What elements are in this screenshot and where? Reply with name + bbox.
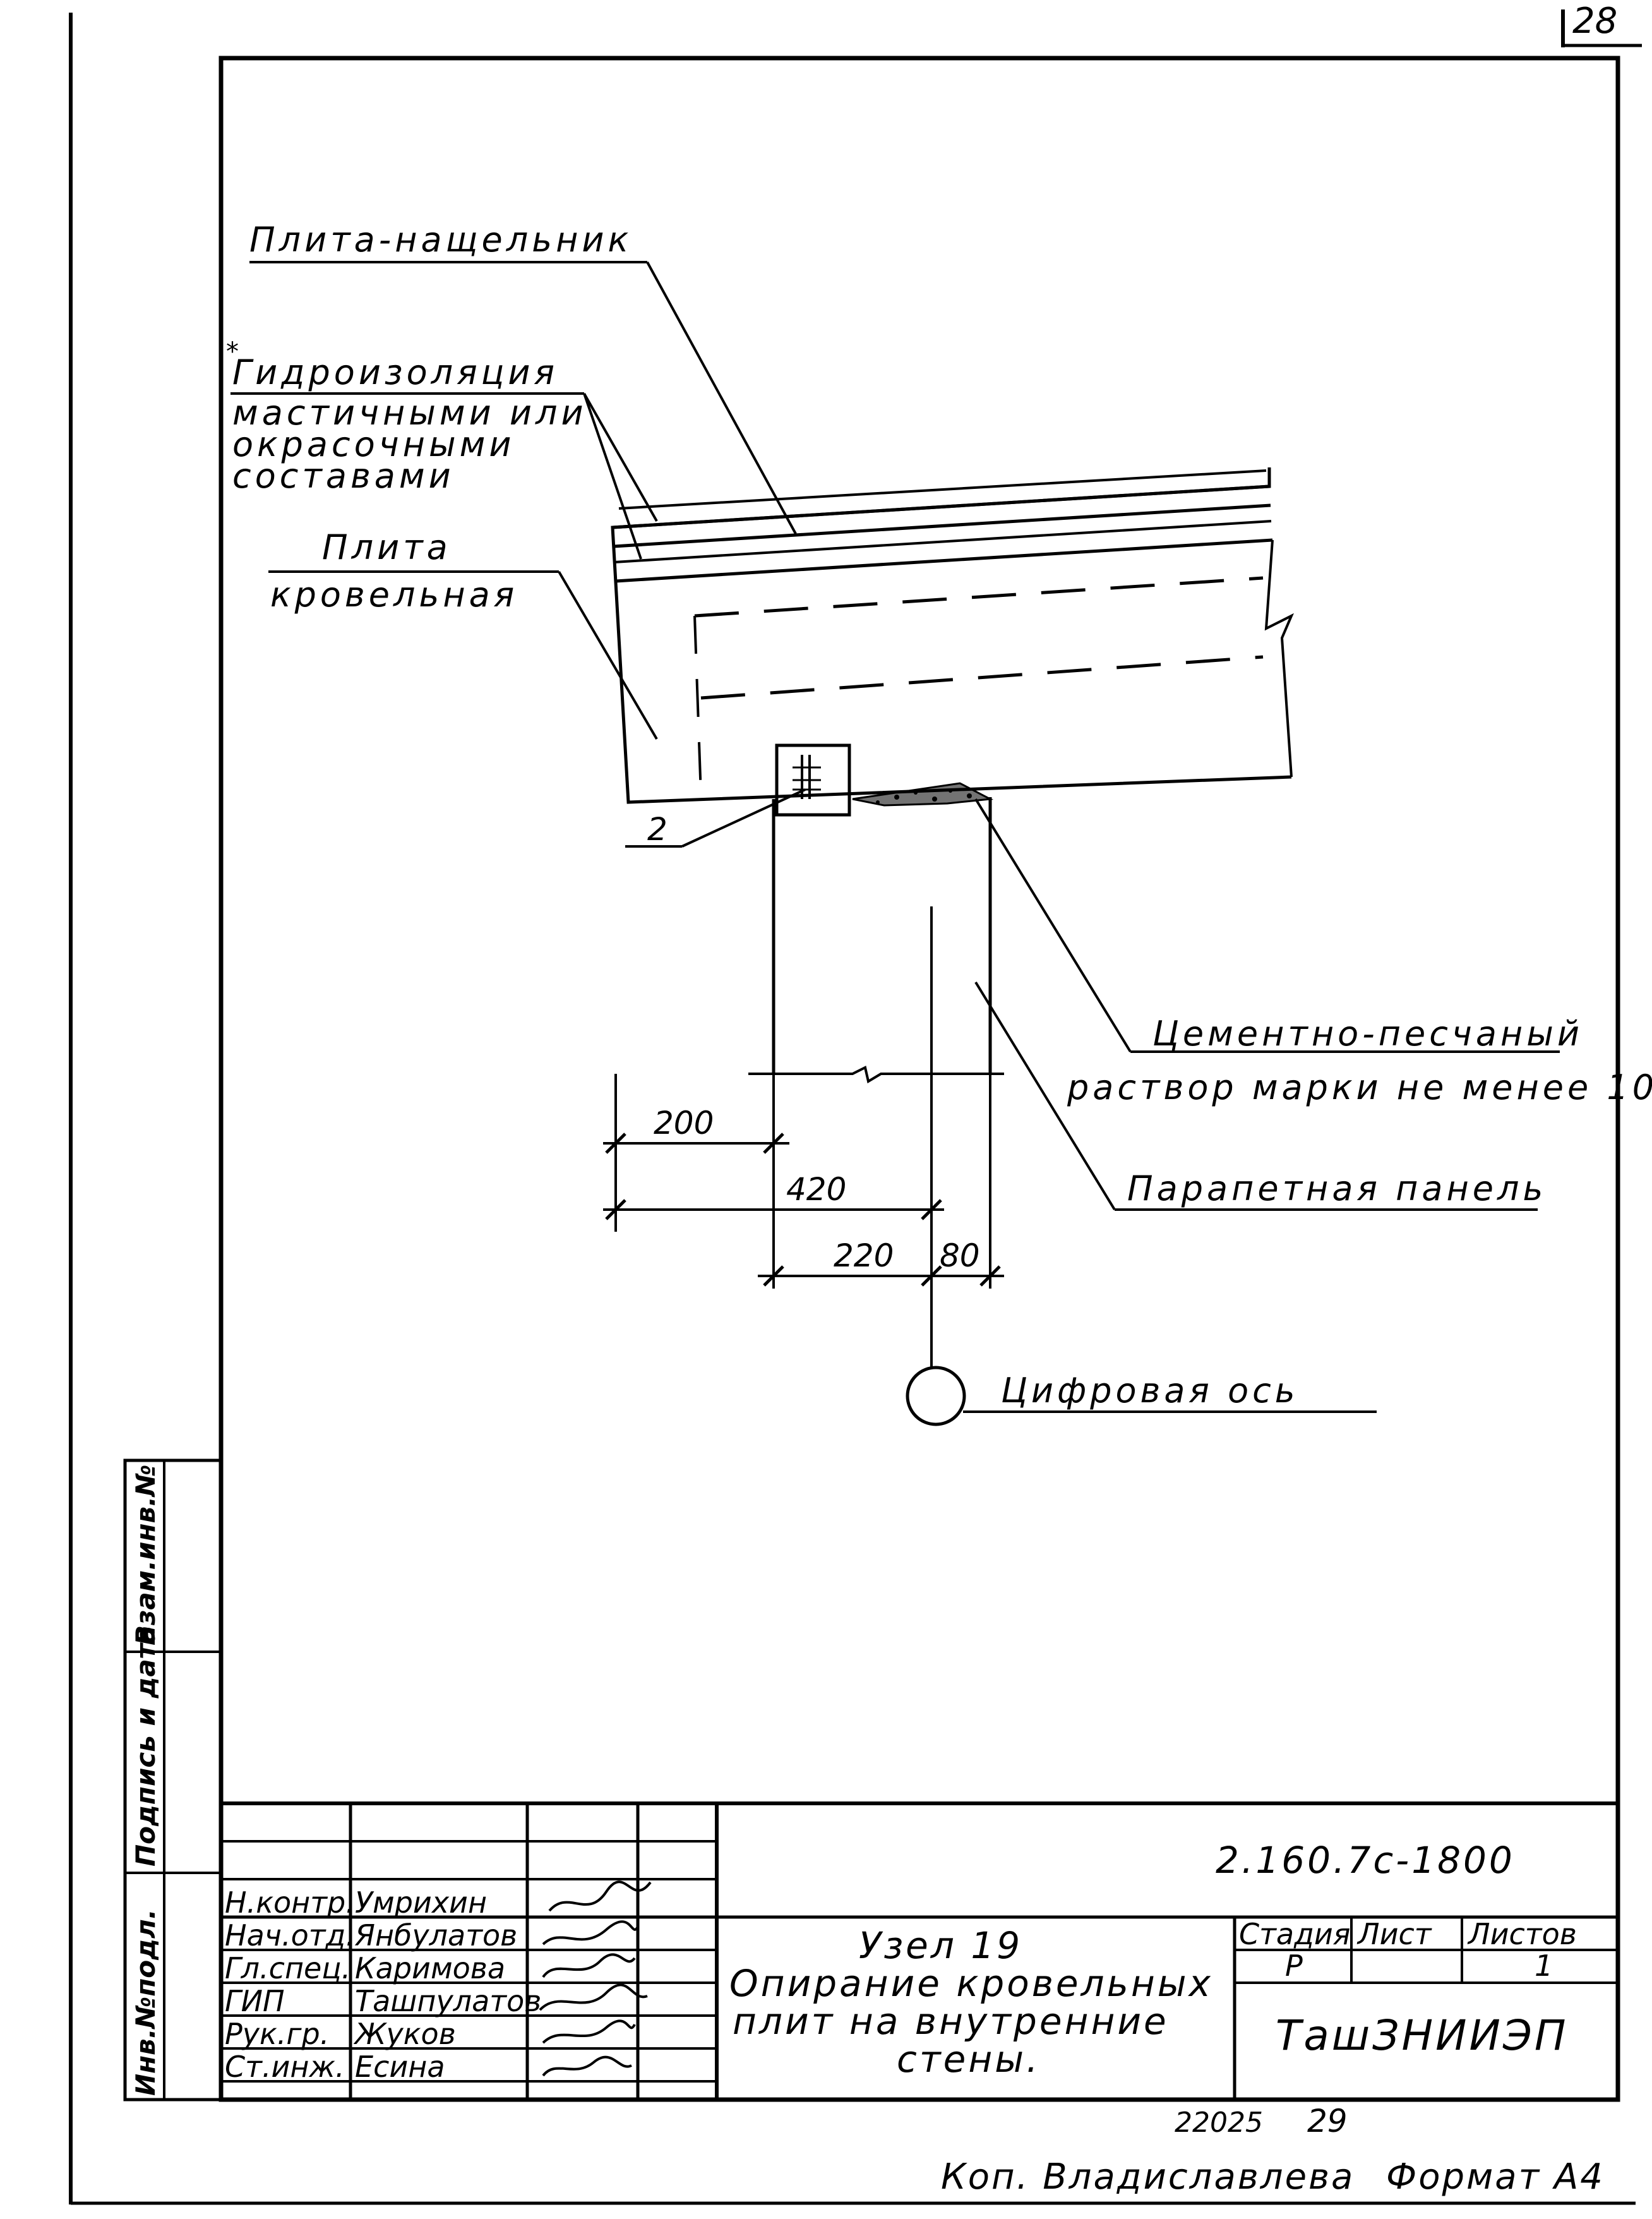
label-rastvor-1: Цементно-песчаный <box>1152 1014 1583 1054</box>
staff-role-1: Н.контр. <box>225 1885 355 1920</box>
staff-role-6: Ст.инж. <box>225 2050 345 2084</box>
drawing-title-1: Узел 19 <box>859 1924 1022 1967</box>
detail-2-box <box>775 743 851 817</box>
side-stamp: Взам.инв.№ Подпись и дата Инв.№подл. <box>123 1458 223 2102</box>
label-gidro-asterisk: * <box>226 337 239 366</box>
footer-number-2: 29 <box>1307 2103 1348 2139</box>
side-stamp-inv: Инв.№подл. <box>130 1909 161 2096</box>
staff-name-1: Умрихин <box>355 1885 487 1920</box>
drawing-title-2: Опирание кровельных <box>729 1962 1213 2005</box>
staff-name-2: Янбулатов <box>354 1918 517 1952</box>
label-plita-1: Плита <box>322 527 452 567</box>
staff-name-4: Ташпулатов <box>355 1984 541 2018</box>
footer-number-1: 22025 <box>1175 2107 1263 2139</box>
drawing-title-3: плит на внутренние <box>733 2000 1169 2043</box>
label-gidro-2: мастичными или <box>232 393 587 433</box>
title-block <box>221 1801 1618 2100</box>
mortar-bed <box>852 782 994 807</box>
organization: ТашЗНИИЭП <box>1276 2011 1569 2060</box>
staff-role-3: Гл.спец. <box>225 1951 350 1985</box>
axis-marker <box>906 1366 966 1426</box>
sheets-value: 1 <box>1535 1949 1553 1983</box>
side-stamp-podpis: Подпись и дата <box>130 1626 161 1867</box>
label-rastvor-2: раствор марки не менее 100 <box>1067 1067 1652 1107</box>
dimension-lines <box>603 1074 1004 1289</box>
label-detail-2: 2 <box>647 811 667 848</box>
sheet-number: 28 <box>1572 1 1617 42</box>
staff-role-4: ГИП <box>225 1984 285 2018</box>
staff-role-5: Рук.гр. <box>225 2017 329 2051</box>
label-plita-2: кровельная <box>270 575 518 615</box>
drawing-title-4: стены. <box>897 2038 1041 2081</box>
nashchelnik-plate <box>618 469 1267 510</box>
roof-slab <box>611 467 1294 804</box>
staff-name-5: Жуков <box>353 2017 456 2051</box>
sheet-header: Лист <box>1356 1917 1432 1951</box>
label-gidro-1: Гидроизоляция <box>232 352 558 392</box>
staff-name-6: Есина <box>355 2050 445 2084</box>
mortar-dots <box>876 789 972 804</box>
label-nashchelnik: Плита-нащельник <box>249 220 632 260</box>
dim-200: 200 <box>654 1105 714 1141</box>
stage-header: Стадия <box>1239 1917 1350 1951</box>
doc-code: 2.160.7с-1800 <box>1216 1839 1515 1882</box>
dim-420: 420 <box>786 1171 846 1208</box>
label-gidro-3: окрасочными <box>232 424 515 464</box>
dim-220: 220 <box>834 1237 894 1274</box>
label-axis: Цифровая ось <box>1001 1371 1299 1410</box>
dim-80: 80 <box>940 1237 980 1274</box>
side-stamp-vzam: Взам.инв.№ <box>130 1464 161 1645</box>
staff-role-2: Нач.отд. <box>225 1918 355 1952</box>
leader-lines <box>230 261 1560 1413</box>
sheets-header: Листов <box>1467 1917 1577 1951</box>
signatures <box>539 1880 652 2077</box>
footer-copied: Коп. Владиславлева <box>941 2156 1355 2198</box>
stage-value: Р <box>1285 1949 1303 1983</box>
label-gidro-4: составами <box>232 456 455 496</box>
footer-format: Формат А4 <box>1386 2156 1605 2198</box>
parapet-panel <box>748 797 1004 1084</box>
drawing-frame <box>218 56 1620 2102</box>
label-parapet: Парапетная панель <box>1127 1169 1547 1208</box>
staff-name-3: Каримова <box>355 1951 505 1985</box>
